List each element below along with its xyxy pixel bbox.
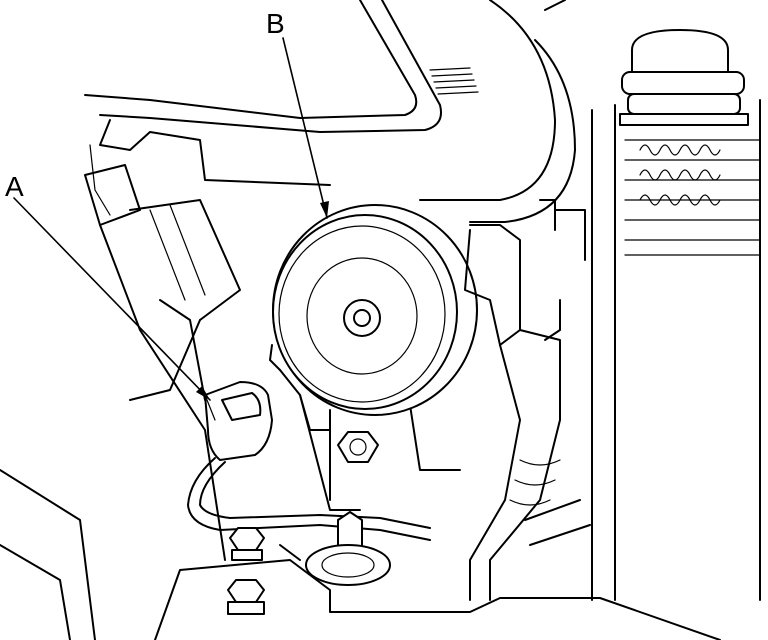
radiator (591, 99, 761, 601)
upper-hose (419, 0, 576, 223)
callout-a-label: A (5, 171, 24, 202)
left-frame (0, 164, 241, 640)
horn-connector (204, 381, 273, 461)
lower-plate (154, 544, 721, 640)
radiator-cap (619, 29, 749, 126)
callout-b-label: B (266, 8, 285, 39)
grommet (305, 544, 391, 586)
lower-bolt-bottom (227, 579, 265, 615)
upper-body-panel (84, 0, 442, 216)
lower-bolt-left (229, 527, 265, 561)
callout-a-leader (13, 197, 211, 401)
horn (269, 204, 478, 416)
horn-bracket (279, 369, 461, 511)
right-hose (464, 199, 591, 601)
horn-harness-wire (187, 457, 431, 561)
horn-mounting-bolt (337, 431, 379, 463)
callout-b-leader (282, 37, 329, 219)
